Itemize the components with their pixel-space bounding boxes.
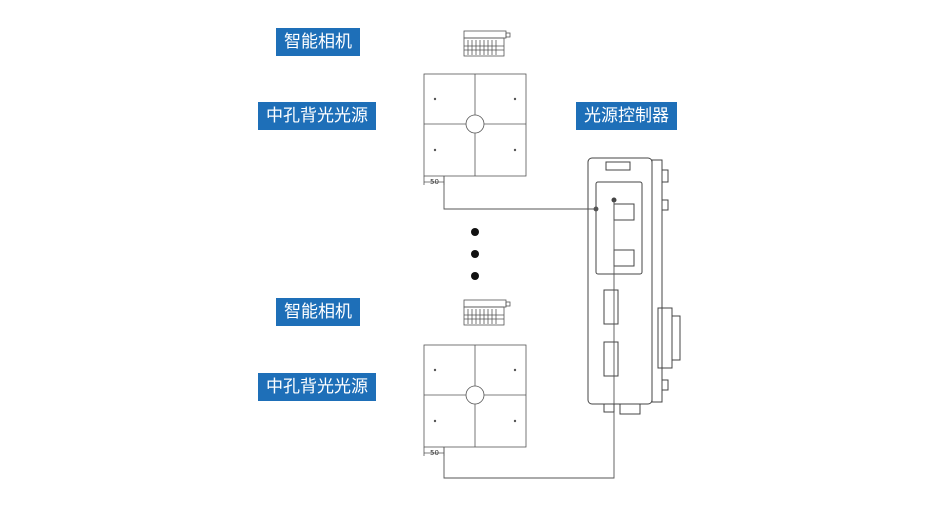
label-backlight-bottom: 中孔背光光源 xyxy=(258,373,376,401)
dimension-label-bottom: 50 xyxy=(430,449,439,457)
label-camera-bottom: 智能相机 xyxy=(276,298,360,326)
controller-icon xyxy=(587,157,681,415)
ellipsis-dot-icon xyxy=(471,228,479,280)
camera-icon xyxy=(463,30,511,57)
backlight-icon xyxy=(423,344,527,456)
label-controller: 光源控制器 xyxy=(576,102,677,130)
label-backlight-top: 中孔背光光源 xyxy=(258,102,376,130)
backlight-icon xyxy=(423,73,527,185)
cable-lines xyxy=(443,176,615,479)
camera-icon xyxy=(463,299,511,326)
label-camera-top: 智能相机 xyxy=(276,28,360,56)
dimension-label-top: 50 xyxy=(430,178,439,186)
